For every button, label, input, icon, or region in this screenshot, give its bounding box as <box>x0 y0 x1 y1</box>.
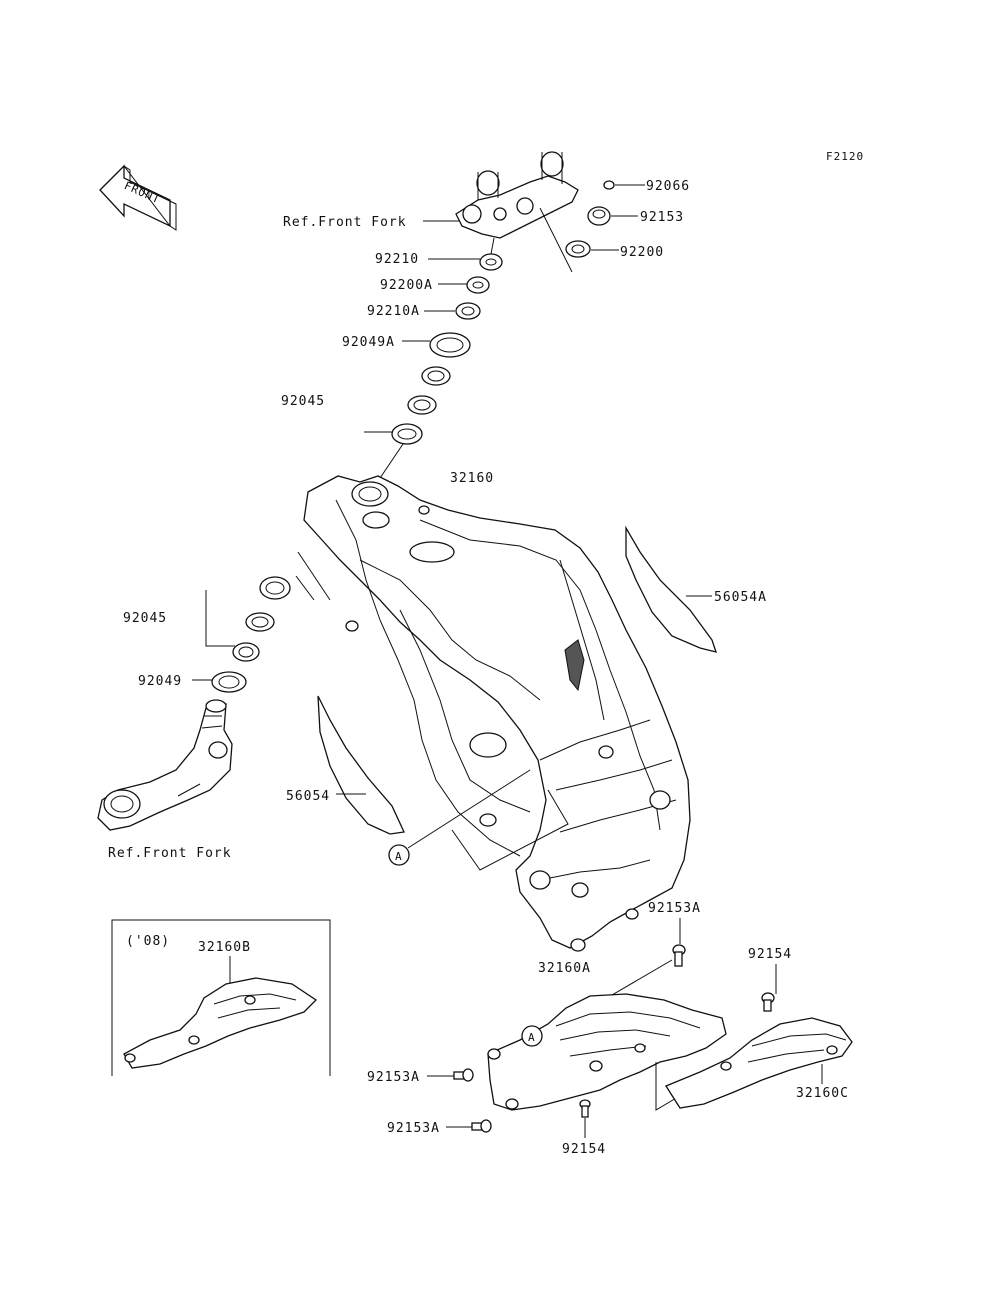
label-92153a-left1: 92153A <box>367 1070 420 1085</box>
label-92045-lower: 92045 <box>123 611 167 626</box>
diagram-code: F2120 <box>826 150 864 163</box>
label-92153a-right: 92153A <box>648 901 701 916</box>
label-92066: 92066 <box>646 179 690 194</box>
nut-92210-drawing <box>479 253 503 271</box>
washer-92200-drawing <box>565 240 591 258</box>
bolt-92153a-left2-drawing <box>471 1119 492 1133</box>
cover-56054-drawing <box>317 695 405 835</box>
label-92210a: 92210A <box>367 304 420 319</box>
label-ref-front-fork: Ref.Front Fork <box>283 215 407 230</box>
callout-a-frame <box>388 844 410 866</box>
bolt-92153a-left1-drawing <box>453 1068 474 1082</box>
callout-a-frame-label: A <box>395 850 403 863</box>
label-92049a: 92049A <box>342 335 395 350</box>
bolt-92153-drawing <box>587 206 611 226</box>
cover-56054a-drawing <box>625 525 717 653</box>
cap-92066-drawing <box>603 180 615 190</box>
top-bracket-drawing <box>455 151 579 239</box>
label-92045-upper: 92045 <box>281 394 325 409</box>
bearing-92045-lower-drawing <box>232 576 291 662</box>
label-92154-bottom: 92154 <box>562 1142 606 1157</box>
label-92153: 92153 <box>640 210 684 225</box>
label-year-08: ('08) <box>126 934 170 949</box>
main-frame-drawing <box>303 475 691 952</box>
bolt-92153a-right-drawing <box>672 944 686 967</box>
callout-a-subframe-label: A <box>528 1031 536 1044</box>
label-92153a-left2: 92153A <box>387 1121 440 1136</box>
subframe-32160a-drawing <box>487 993 727 1111</box>
label-56054: 56054 <box>286 789 330 804</box>
bearing-92045-upper-drawing <box>391 366 451 445</box>
label-92210: 92210 <box>375 252 419 267</box>
label-32160a: 32160A <box>538 961 591 976</box>
label-92154-right: 92154 <box>748 947 792 962</box>
seal-92049-drawing <box>211 671 247 693</box>
front-arrow-icon: FRONT <box>99 164 177 231</box>
label-92200a: 92200A <box>380 278 433 293</box>
label-92200: 92200 <box>620 245 664 260</box>
subframe-32160c-drawing <box>665 1017 853 1109</box>
steering-stem-drawing <box>97 699 233 831</box>
inset-box <box>111 919 331 1076</box>
label-32160b: 32160B <box>198 940 251 955</box>
label-32160: 32160 <box>450 471 494 486</box>
leader-top-bracket <box>539 207 573 273</box>
label-56054a: 56054A <box>714 590 767 605</box>
label-ref-front-fork-bottom: Ref.Front Fork <box>108 846 232 861</box>
label-92049: 92049 <box>138 674 182 689</box>
label-32160c: 32160C <box>796 1086 849 1101</box>
callout-a-subframe <box>521 1025 543 1047</box>
bolt-92154-right-drawing <box>761 992 775 1012</box>
washer-92200a-drawing <box>466 276 490 294</box>
subframe-32160b-drawing <box>123 977 318 1069</box>
bolt-92154-bottom-drawing <box>579 1099 591 1118</box>
seal-92049a-drawing <box>429 332 471 358</box>
nut-92210a-drawing <box>455 302 481 320</box>
